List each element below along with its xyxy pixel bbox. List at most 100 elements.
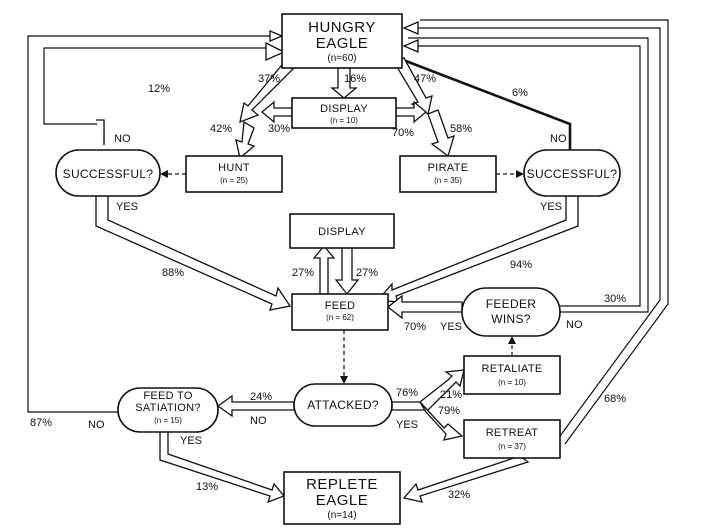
replete-eagle-title1: REPLETE — [306, 476, 378, 493]
pct-76: 76% — [396, 387, 418, 399]
display-mid-node: DISPLAY — [289, 213, 395, 249]
pct-79: 79% — [438, 405, 460, 417]
hunt-node: HUNT (n = 25) — [185, 155, 283, 193]
pct-24: 24% — [250, 391, 272, 403]
yes-left-label: YES — [116, 201, 138, 213]
replete-eagle-n: (n=14) — [327, 510, 356, 521]
hungry-eagle-title2: EAGLE — [316, 35, 369, 52]
pct-70a: 70% — [392, 127, 414, 139]
display-top-n: (n = 10) — [330, 116, 358, 125]
loop-right-arrow1 — [402, 21, 419, 35]
replete-eagle-node: REPLETE EAGLE (n=14) — [283, 471, 401, 525]
loop-87-arrow — [269, 30, 284, 42]
flow-27-down — [334, 245, 360, 296]
pct-13: 13% — [196, 481, 218, 493]
pct-37: 37% — [258, 73, 280, 85]
retreat-n: (n = 37) — [498, 442, 526, 451]
loop-30-line — [408, 45, 641, 307]
yes-feeder-label: YES — [440, 321, 462, 333]
loop-68-line2 — [420, 19, 669, 445]
loop-right-arrow2 — [402, 39, 419, 53]
no-satiation-label: NO — [88, 419, 105, 431]
pct-32: 32% — [448, 489, 470, 501]
feed-to-satiation-n: (n = 15) — [154, 416, 182, 425]
flow-30 — [260, 100, 293, 124]
flow-13 — [159, 429, 286, 504]
successful-left-node: SUCCESSFUL? — [55, 149, 161, 197]
pct-47: 47% — [414, 73, 436, 85]
pct-70b: 70% — [404, 321, 426, 333]
flow-16 — [330, 67, 358, 99]
pct-88: 88% — [162, 267, 184, 279]
flow-58 — [427, 109, 455, 158]
pct-30b: 30% — [604, 293, 626, 305]
flow-42 — [235, 120, 256, 160]
hunt-n: (n = 25) — [220, 176, 248, 185]
no-feeder-label: NO — [566, 319, 583, 331]
successful-right-node: SUCCESSFUL? — [523, 149, 621, 197]
pct-68: 68% — [604, 393, 626, 405]
display-mid-title: DISPLAY — [318, 226, 366, 238]
loop-30-line2 — [408, 37, 649, 313]
feed-n: (n = 62) — [326, 313, 354, 322]
feeder-wins-title1: FEEDER — [486, 297, 537, 311]
feed-node: FEED (n = 62) — [291, 293, 389, 331]
flow-37 — [239, 59, 298, 124]
pct-12: 12% — [148, 83, 170, 95]
successful-left-title: SUCCESSFUL? — [63, 167, 154, 181]
pct-27a: 27% — [292, 267, 314, 279]
feeder-wins-title2: WINS? — [491, 312, 531, 326]
no-right-label: NO — [550, 133, 567, 145]
feed-to-satiation-title1: FEED TO — [143, 390, 193, 402]
no-attacked-label: NO — [250, 415, 267, 427]
pct-21: 21% — [440, 389, 462, 401]
flow-70-feeder — [386, 294, 463, 320]
feeder-wins-node: FEEDER WINS? — [461, 287, 561, 337]
pct-94: 94% — [510, 259, 532, 271]
hungry-eagle-n: (n=60) — [327, 53, 356, 64]
loop-6-thick — [397, 56, 572, 150]
retaliate-n: (n = 10) — [498, 378, 526, 387]
attacked-node: ATTACKED? — [293, 383, 393, 427]
feed-to-attacked-arrowhead — [340, 376, 348, 384]
hunt-title: HUNT — [218, 162, 250, 174]
retreat-node: RETREAT (n = 37) — [463, 419, 561, 459]
pirate-node: PIRATE (n = 35) — [399, 155, 497, 193]
pct-58: 58% — [450, 123, 472, 135]
flow-24 — [216, 394, 295, 418]
loop-12-shaft — [96, 119, 105, 145]
flow-70 — [395, 100, 428, 124]
feed-title: FEED — [325, 300, 356, 312]
flow-27-up — [312, 244, 336, 297]
pct-16: 16% — [344, 73, 366, 85]
replete-eagle-title2: EAGLE — [316, 492, 369, 509]
pct-6: 6% — [512, 87, 528, 99]
retaliate-to-feeder-arrowhead — [508, 336, 516, 344]
pirate-to-successful-arrowhead — [516, 170, 524, 178]
loop-12-arrowhead — [265, 41, 286, 62]
flow-88 — [95, 195, 292, 311]
retreat-title: RETREAT — [486, 427, 539, 439]
pirate-n: (n = 35) — [434, 176, 462, 185]
pct-30: 30% — [268, 123, 290, 135]
retaliate-node: RETALIATE (n = 10) — [463, 355, 561, 395]
display-top-title: DISPLAY — [320, 103, 368, 115]
feed-to-satiation-title2: SATIATION? — [135, 402, 201, 414]
retaliate-title: RETALIATE — [482, 363, 543, 375]
yes-attacked-label: YES — [396, 419, 418, 431]
hungry-eagle-title1: HUNGRY — [308, 19, 376, 36]
successful-right-title: SUCCESSFUL? — [527, 167, 618, 181]
pirate-title: PIRATE — [428, 162, 469, 174]
loop-12-line — [43, 47, 268, 145]
hungry-eagle-node: HUNGRY EAGLE (n=60) — [281, 13, 403, 69]
feed-to-satiation-node: FEED TO SATIATION? (n = 15) — [117, 387, 219, 433]
attacked-title: ATTACKED? — [307, 398, 379, 412]
hunt-to-successful-arrowhead — [160, 170, 168, 178]
pct-27b: 27% — [356, 267, 378, 279]
flow-79 — [419, 401, 464, 441]
pct-42: 42% — [210, 123, 232, 135]
loop-68-line — [408, 27, 661, 437]
flow-47 — [393, 57, 433, 116]
loop-87-line — [27, 35, 272, 413]
